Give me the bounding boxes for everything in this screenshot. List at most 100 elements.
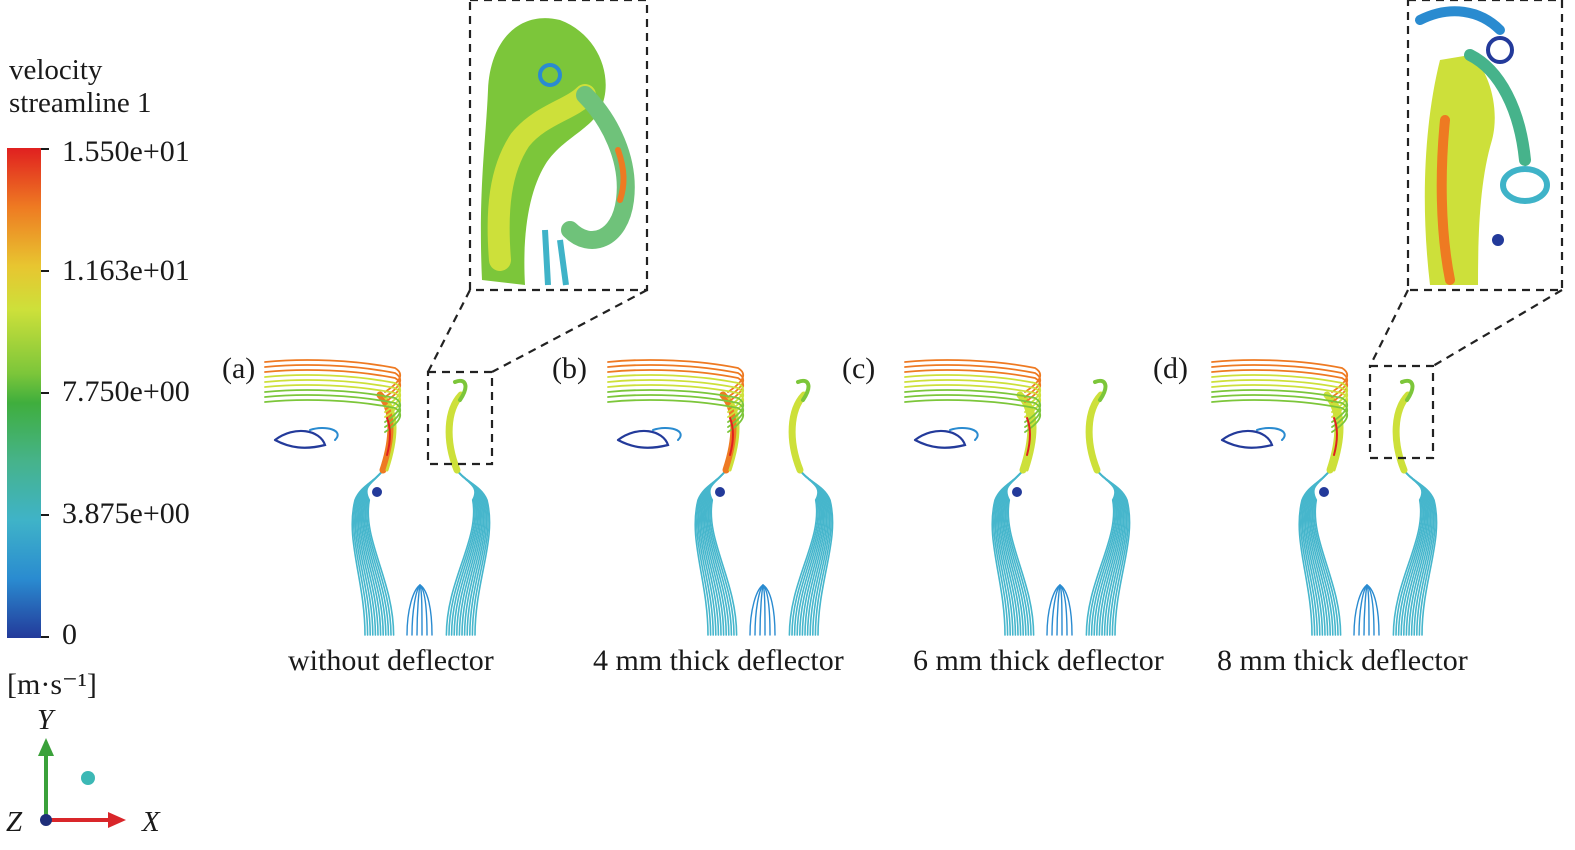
colorbar-tick-label: 1.550e+01 xyxy=(62,135,190,168)
inset-a-hook xyxy=(561,86,635,249)
panel-a-left-streamline xyxy=(366,469,395,636)
panel-c-right-jet xyxy=(1085,391,1105,474)
panel-c-vortex-secondary xyxy=(949,427,979,441)
panel-a-center-streamline xyxy=(419,584,433,636)
inset-d xyxy=(1369,0,1564,367)
x-axis-arrowhead xyxy=(108,812,126,828)
panel-c-sheet-streamline xyxy=(904,359,1042,393)
panel-d-right-streamline xyxy=(1392,469,1423,636)
panel-b-sheet-streamline xyxy=(607,359,745,393)
inset-a-connector xyxy=(427,289,471,373)
panel-b-center-streamline xyxy=(762,584,776,636)
colorbar-tick xyxy=(41,270,49,272)
panel-b-vortex-secondary xyxy=(652,427,682,441)
inset-a-core xyxy=(487,84,596,271)
panel-a-eddy-dot xyxy=(372,487,382,497)
panel-b-right-jet xyxy=(788,391,808,474)
inset-d-top xyxy=(1415,6,1505,35)
panel-b-jet-core xyxy=(729,417,734,456)
panel-d-vortex-secondary xyxy=(1256,427,1286,441)
inset-a xyxy=(427,0,649,373)
panel-d-jet-core xyxy=(1333,417,1338,456)
velocity-colorbar xyxy=(7,148,41,638)
inset-d-vortex xyxy=(1486,36,1514,64)
panel-c-sheet-streamline xyxy=(904,364,1042,398)
panel-c-sheet-streamline xyxy=(904,384,1042,418)
panel-d-sheet-streamline xyxy=(1211,369,1349,403)
panel-c-tag: (c) xyxy=(842,352,876,385)
colorbar-tick-label: 3.875e+00 xyxy=(62,497,190,530)
panel-b-vortex xyxy=(616,429,670,449)
z-axis-dot xyxy=(40,814,52,826)
panel-d-sheet-streamline xyxy=(1211,379,1349,413)
panel-d-center-streamline xyxy=(1363,584,1368,636)
panel-b-sheet-streamline xyxy=(607,374,745,408)
panel-a-jet-core xyxy=(386,417,391,456)
panel-b-right-streamline xyxy=(788,469,819,636)
panel-d-tag: (d) xyxy=(1153,352,1188,385)
panel-c-eddy-dot xyxy=(1012,487,1022,497)
inset-a-connector xyxy=(491,289,648,373)
panel-b-sheet-streamline xyxy=(607,369,745,403)
panel-c-sheet-streamline xyxy=(904,374,1042,408)
panel-a-sheet-streamline xyxy=(264,394,402,428)
colorbar-tick xyxy=(41,514,49,516)
z-axis-label: Z xyxy=(6,806,23,838)
legend-title-line1: velocity xyxy=(9,54,103,86)
panel-d-center-streamline xyxy=(1366,584,1370,636)
panel-d-sheet-streamline xyxy=(1211,384,1349,418)
panel-d-right-jet xyxy=(1392,391,1412,474)
panel-a-sheet-streamline xyxy=(264,369,402,403)
panel-c-left-streamline xyxy=(1006,469,1035,636)
y-axis-arrowhead xyxy=(38,738,54,756)
panel-b-sheet-streamline xyxy=(607,384,745,418)
panel-a-right-streamline xyxy=(445,469,476,636)
panel-b-caption: 4 mm thick deflector xyxy=(593,644,844,677)
panel-d-center-streamline xyxy=(1366,584,1380,636)
velocity-unit: [m·s⁻¹] xyxy=(7,668,97,701)
inset-d-dot xyxy=(1492,234,1504,246)
inset-d-connector xyxy=(1369,289,1409,367)
colorbar-tick xyxy=(41,148,49,150)
inset-d-eddy xyxy=(1500,166,1550,204)
panel-b-eddy-dot xyxy=(715,487,725,497)
inset-a-vortex xyxy=(538,63,562,87)
panel-c-jet-core xyxy=(1026,417,1031,456)
colorbar-tick xyxy=(41,636,49,638)
panel-b-sheet-streamline xyxy=(607,364,745,398)
panel-b-center-streamline xyxy=(762,584,766,636)
panel-a-sheet-streamline xyxy=(264,379,402,413)
panel-c-right-streamline xyxy=(1085,469,1116,636)
panel-b-right-curl xyxy=(796,379,811,402)
panel-d-right-curl xyxy=(1400,379,1415,402)
colorbar-tick xyxy=(41,392,49,394)
inset-a-stem xyxy=(542,229,569,286)
panel-a-sheet-streamline xyxy=(264,359,402,393)
panel-a-center-streamline xyxy=(419,584,423,636)
panel-a-right-curl xyxy=(453,379,468,402)
panel-d-sheet-streamline xyxy=(1211,389,1349,423)
panel-d-eddy-dot xyxy=(1319,487,1329,497)
panel-a-zoom-box xyxy=(426,370,494,466)
panel-b-tag: (b) xyxy=(552,352,587,385)
panel-c-sheet-streamline xyxy=(904,399,1042,433)
panel-a-sheet-streamline xyxy=(264,389,402,423)
panel-c-sheet-streamline xyxy=(904,389,1042,423)
y-axis-label: Y xyxy=(37,704,54,736)
panel-a-vortex-secondary xyxy=(309,427,339,441)
panel-d-sheet-streamline xyxy=(1211,364,1349,398)
panel-a-right-jet xyxy=(445,391,465,474)
panel-d-sheet-streamline xyxy=(1211,374,1349,408)
panel-d-zoom-box xyxy=(1368,364,1435,460)
inset-d-hot xyxy=(1436,115,1455,285)
colorbar-tick-label: 7.750e+00 xyxy=(62,375,190,408)
panel-a-sheet-streamline xyxy=(264,374,402,408)
colorbar-tick-label: 1.163e+01 xyxy=(62,254,190,287)
inset-d-edge xyxy=(1464,49,1531,166)
panel-a-vortex xyxy=(273,429,327,449)
panel-a-sheet-streamline xyxy=(264,399,402,433)
panel-d-vortex xyxy=(1220,429,1274,449)
panel-d-sheet-streamline xyxy=(1211,394,1349,428)
panel-c-sheet-streamline xyxy=(904,379,1042,413)
panel-c-center-streamline xyxy=(1056,584,1061,636)
